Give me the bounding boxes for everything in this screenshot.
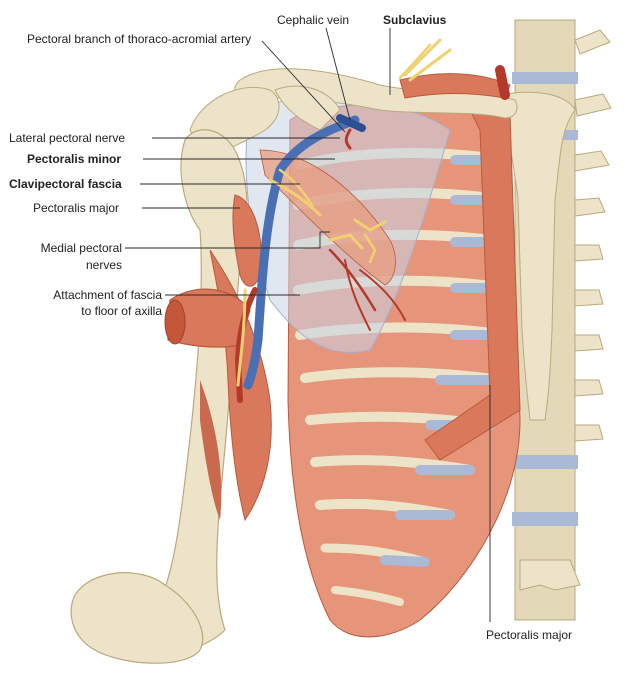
pectoralis-major-stump — [164, 194, 262, 348]
label-cephalic-vein: Cephalic vein — [277, 13, 350, 27]
leader-lines — [125, 27, 491, 622]
label-medial-pectoral-line2: nerves — [85, 258, 122, 272]
label-pectoral-branch: Pectoral branch of thoraco-acromial arte… — [27, 32, 252, 46]
sternum — [504, 91, 576, 421]
label-subclavius: Subclavius — [383, 13, 447, 27]
label-clavipectoral-fascia: Clavipectoral fascia — [9, 177, 122, 191]
label-pectoralis-major-left: Pectoralis major — [33, 201, 120, 215]
label-attachment-line1: Attachment of fascia — [53, 288, 162, 302]
vertebral-processes — [519, 29, 612, 591]
leader-pectoral-branch — [261, 40, 346, 133]
label-lateral-pectoral-nerve: Lateral pectoral nerve — [9, 131, 126, 145]
leader-medial-pectoral-nerves — [125, 231, 330, 249]
label-medial-pectoral-line1: Medial pectoral — [40, 241, 122, 255]
pectoralis-major-sternal-strip — [424, 109, 521, 461]
label-pectoralis-major-bottom: Pectoralis major — [486, 628, 573, 642]
label-attachment-line2: to floor of axilla — [81, 304, 162, 318]
veins — [243, 114, 366, 390]
nerves — [236, 38, 452, 387]
label-pectoralis-minor: Pectoralis minor — [27, 152, 122, 166]
leader-cephalic-vein — [325, 27, 351, 121]
